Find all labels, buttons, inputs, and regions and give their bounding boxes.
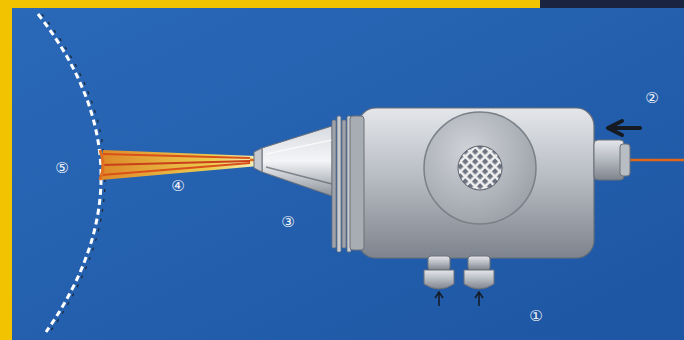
- callout-number: ①: [529, 309, 542, 324]
- callout-number: ③: [281, 215, 294, 230]
- callout-number: ②: [645, 91, 658, 106]
- callout-number: ④: [171, 179, 184, 194]
- callout-number: ⑤: [55, 161, 68, 176]
